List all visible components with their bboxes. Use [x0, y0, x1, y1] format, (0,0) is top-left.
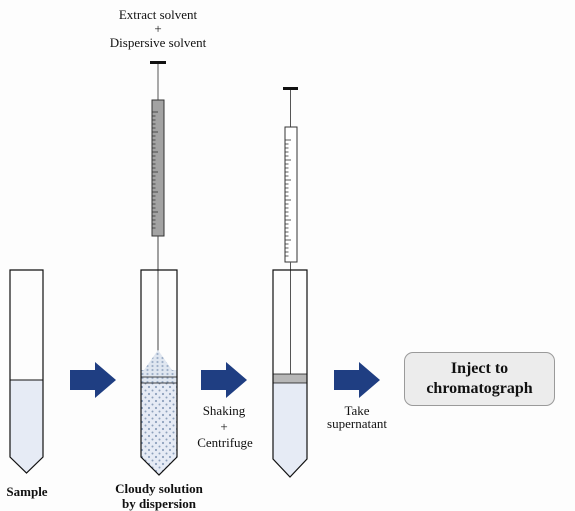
plus-sign-mid: +	[220, 419, 228, 434]
sample-tube	[9, 269, 44, 474]
plus-sign-top: +	[154, 21, 162, 36]
sample-label: Sample	[6, 484, 48, 499]
supernatant-label: supernatant	[327, 416, 387, 431]
arrow-3	[334, 362, 380, 398]
collection-syringe	[283, 87, 298, 376]
shaking-label: Shaking	[202, 403, 246, 418]
centrifuged-tube	[272, 269, 308, 478]
extract-solvent-label: Extract solvent	[118, 7, 198, 22]
by-dispersion-label: by dispersion	[121, 496, 197, 511]
take-label: Take	[344, 403, 370, 418]
cloudy-tube	[140, 269, 178, 476]
arrow-1	[70, 362, 116, 398]
cloudy-solution-label: Cloudy solution	[115, 481, 203, 496]
extraction-syringe	[150, 61, 166, 355]
centrifuge-label: Centrifuge	[197, 435, 253, 450]
inject-to-chromatograph-box: Inject to chromatograph	[404, 352, 555, 406]
inject-line-2: chromatograph	[426, 380, 533, 397]
arrow-2	[201, 362, 247, 398]
inject-line-1: Inject to	[450, 360, 509, 377]
dispersive-solvent-label: Dispersive solvent	[109, 35, 207, 50]
